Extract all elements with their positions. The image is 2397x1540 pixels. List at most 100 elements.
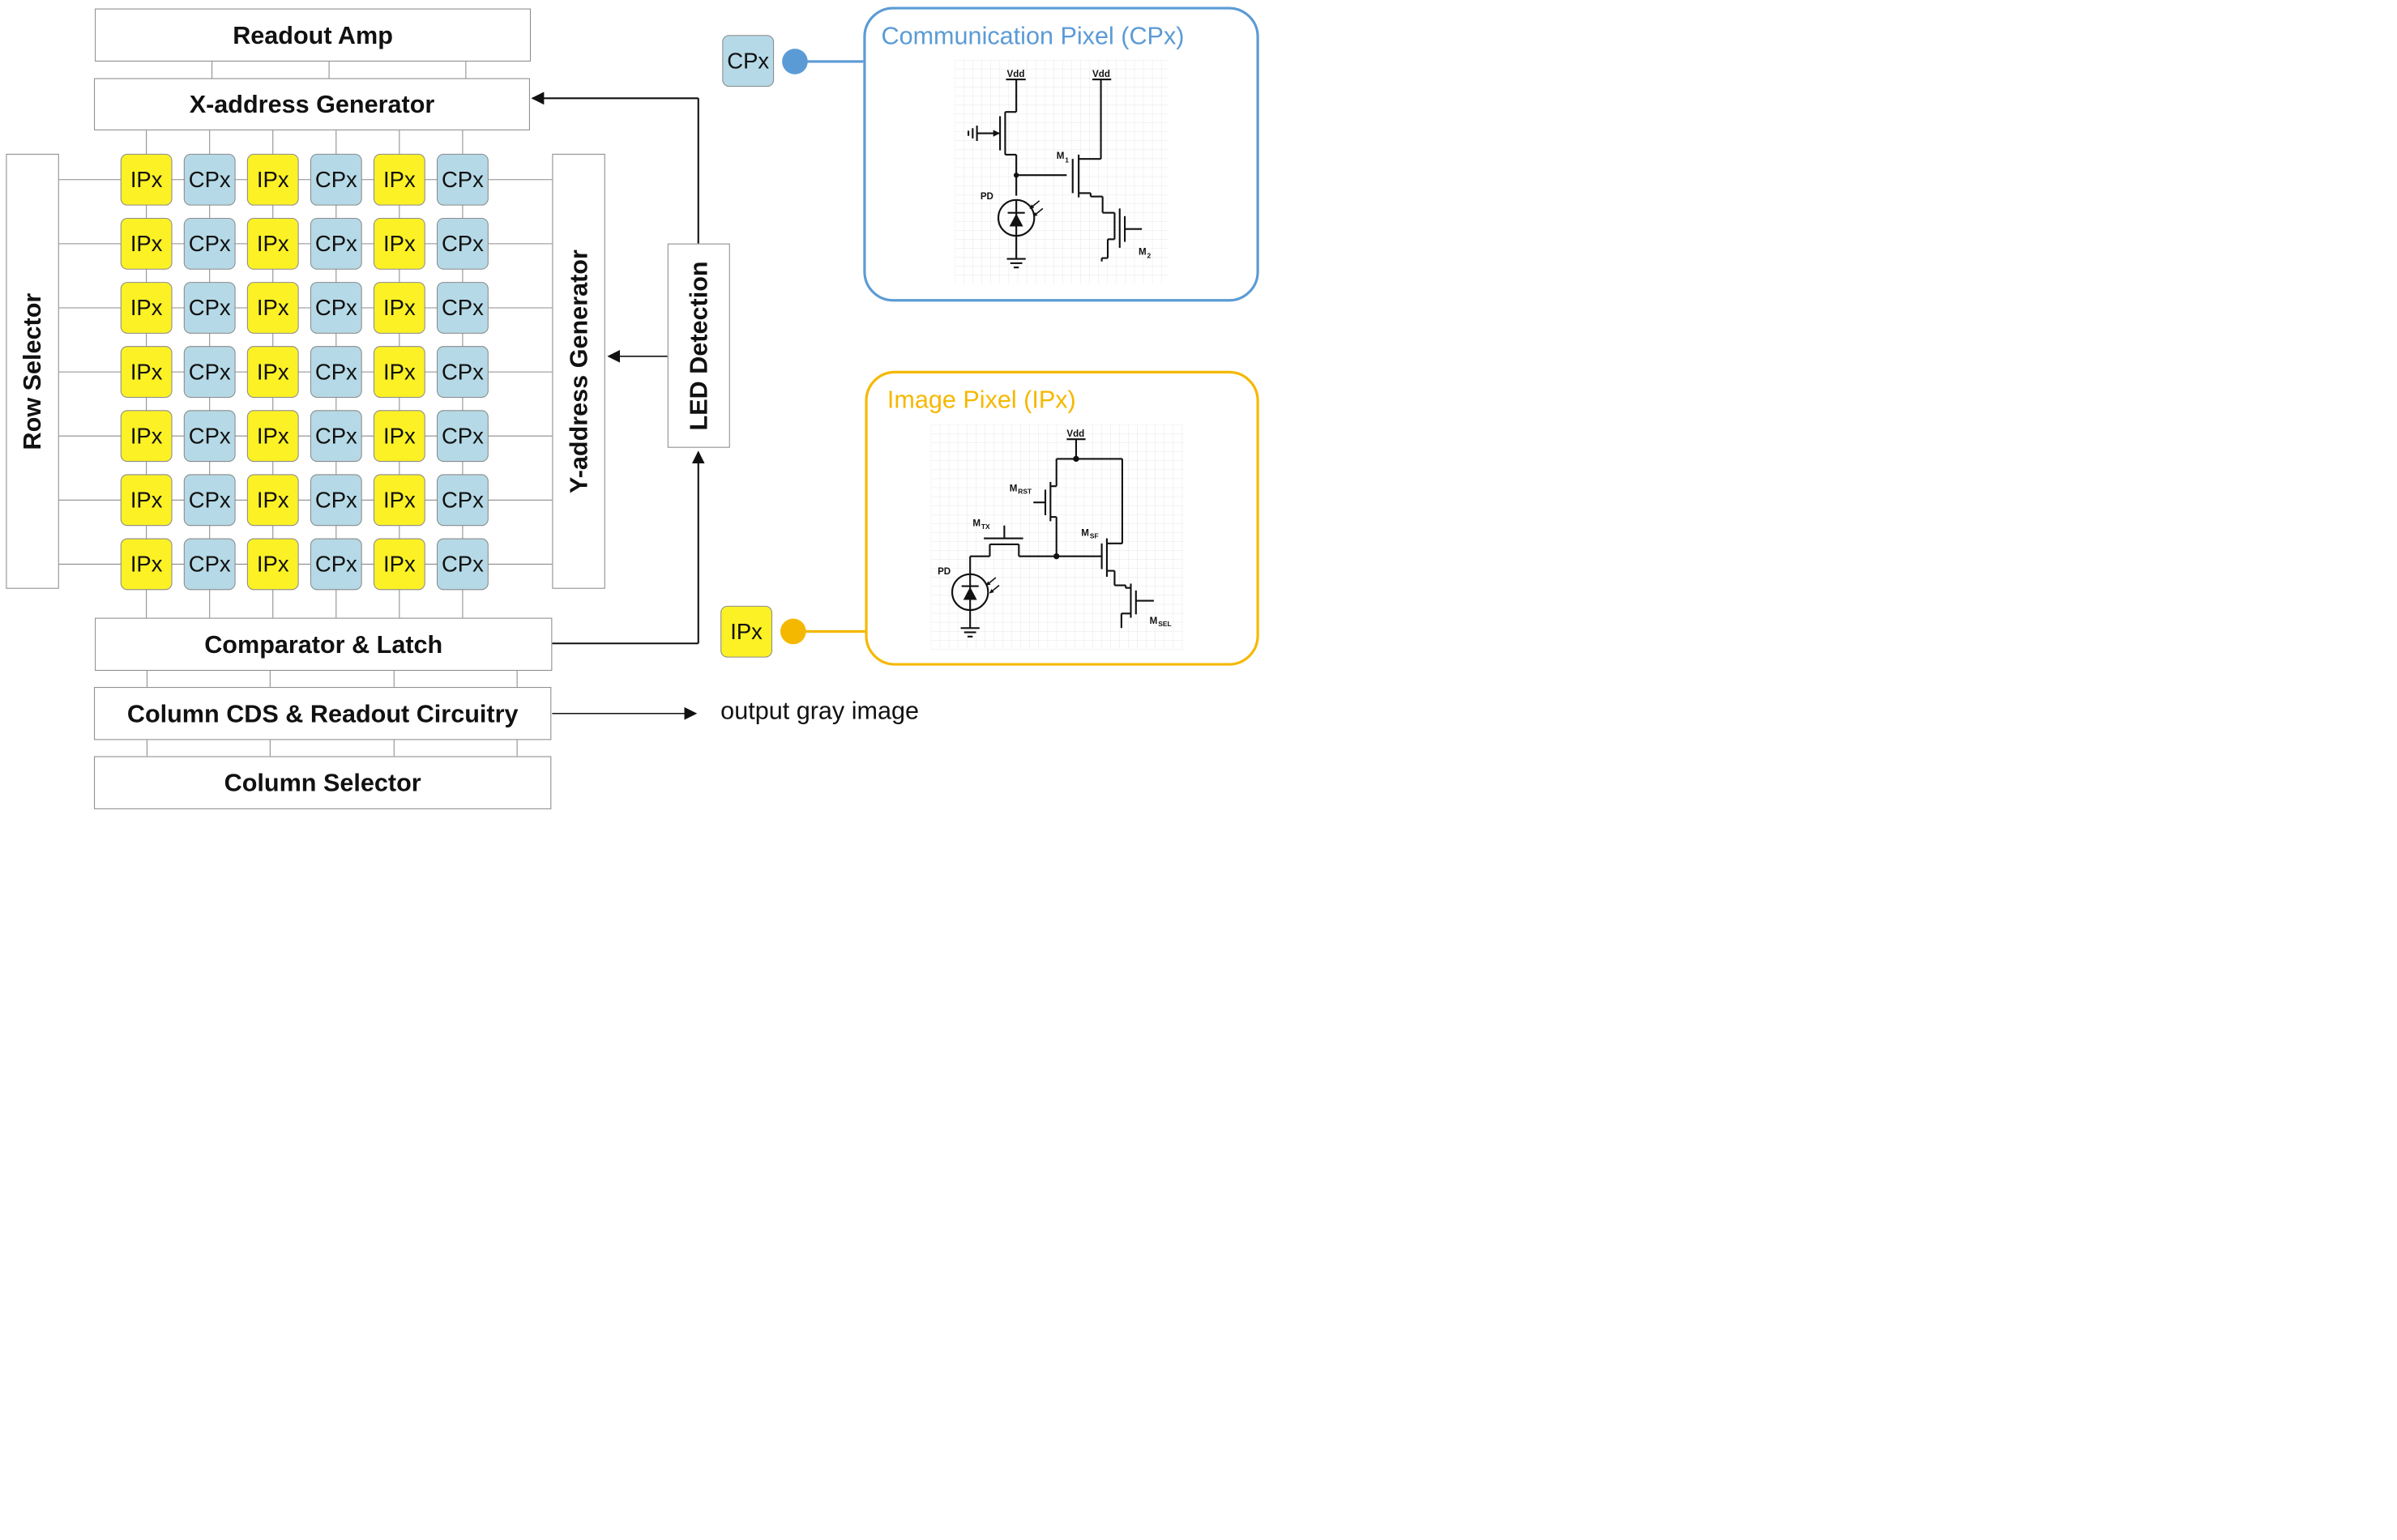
ipx-msf-subscript: SF [1090,532,1099,540]
pixel-cell-label: CPx [441,488,484,513]
x-address-generator-block: X-address Generator [94,78,530,130]
pixel-cell-label: IPx [256,552,289,577]
pixel-cell-ipx: IPx [373,346,425,399]
ipx-legend-title: Image Pixel (IPx) [887,386,1076,414]
pixel-cell-cpx: CPx [183,538,236,591]
pixel-cell-label: IPx [130,552,163,577]
pixel-cell-cpx: CPx [310,410,362,463]
cpx-legend-title: Communication Pixel (CPx) [881,21,1185,50]
pixel-cell-label: CPx [441,231,484,257]
readout-amp-label: Readout Amp [233,21,393,49]
pixel-cell-cpx: CPx [310,538,362,591]
pixel-cell-label: IPx [256,167,289,193]
ipx-msf-label: M [1081,527,1089,538]
cpx-vdd-right-label: Vdd [1092,69,1110,79]
pixel-cell-label: IPx [383,423,416,449]
pixel-cell-ipx: IPx [246,410,299,463]
pixel-cell-label: IPx [256,359,289,385]
y-address-generator-block: Y-address Generator [552,153,605,589]
pixel-cell-label: IPx [256,488,289,513]
pixel-cell-label: CPx [314,231,357,257]
pixel-cell-label: IPx [256,295,289,321]
pixel-cell-cpx: CPx [183,474,236,527]
ipx-mtx-label: M [972,518,981,529]
pixel-cell-label: IPx [130,167,163,193]
cpx-m1-label: M [1057,151,1065,161]
ipx-legend-tag: IPx [720,605,772,658]
pixel-cell-ipx: IPx [373,474,425,527]
pixel-cell-label: CPx [314,552,357,577]
pixel-cell-ipx: IPx [246,217,299,270]
pixel-cell-cpx: CPx [436,153,489,206]
pixel-cell-label: CPx [188,359,231,385]
pixel-cell-cpx: CPx [183,410,236,463]
ipx-schematic-marks [961,455,1079,600]
pixel-cell-ipx: IPx [373,410,425,463]
pixel-cell-label: IPx [383,488,416,513]
pixel-cell-label: CPx [441,295,484,321]
pixel-cell-cpx: CPx [183,217,236,270]
pixel-cell-ipx: IPx [373,282,425,334]
pixel-cell-ipx: IPx [373,153,425,206]
sensor-architecture-diagram: Readout Amp X-address Generator Row Sele… [0,0,1264,813]
pixel-cell-ipx: IPx [373,217,425,270]
schematics: Vdd Vdd PD M 1 M 2 [938,69,1172,638]
pixel-cell-label: CPx [188,423,231,449]
ipx-legend-dot [780,618,806,645]
pixel-cell-label: CPx [314,295,357,321]
pixel-cell-label: CPx [188,167,231,193]
ipx-msel-subscript: SEL [1158,620,1171,628]
output-gray-image-label: output gray image [720,697,920,725]
led-detection-block: LED Detection [667,243,730,448]
column-selector-block: Column Selector [94,756,552,809]
cpx-pd-label: PD [981,191,993,202]
pixel-cell-label: IPx [130,423,163,449]
pixel-cell-cpx: CPx [310,474,362,527]
ipx-mrst-subscript: RST [1018,488,1032,496]
pixel-cell-cpx: CPx [436,538,489,591]
pixel-cell-label: CPx [441,359,484,385]
ipx-schematic [951,438,1154,638]
pixel-cell-label: CPx [441,423,484,449]
column-cds-readout-block: Column CDS & Readout Circuitry [94,687,552,740]
pixel-cell-label: IPx [130,231,163,257]
pixel-cell-cpx: CPx [183,346,236,399]
pixel-cell-label: IPx [256,423,289,449]
column-selector-label: Column Selector [224,769,421,797]
pixel-cell-label: CPx [188,552,231,577]
pixel-cell-cpx: CPx [310,153,362,206]
cpx-schematic-grid [955,59,1169,284]
cpx-legend-tag: CPx [722,35,775,87]
cpx-schematic-marks [993,130,1044,227]
pixel-cell-label: CPx [188,488,231,513]
pixel-cell-ipx: IPx [246,282,299,334]
pixel-cell-label: IPx [130,359,163,385]
pixel-cell-ipx: IPx [246,153,299,206]
pixel-cell-ipx: IPx [120,282,173,334]
x-address-generator-label: X-address Generator [189,90,435,118]
pixel-cell-label: CPx [188,295,231,321]
ipx-vdd-label: Vdd [1066,429,1084,439]
pixel-cell-label: CPx [314,167,357,193]
pixel-cell-ipx: IPx [246,346,299,399]
row-selector-block: Row Selector [6,153,59,589]
cpx-m2-label: M [1139,246,1147,257]
pixel-cell-cpx: CPx [183,153,236,206]
pixel-cell-ipx: IPx [120,538,173,591]
pixel-cell-ipx: IPx [120,217,173,270]
pixel-cell-cpx: CPx [310,282,362,334]
pixel-cell-ipx: IPx [246,474,299,527]
pixel-cell-ipx: IPx [120,410,173,463]
ipx-mtx-subscript: TX [981,523,990,531]
pixel-cell-cpx: CPx [436,217,489,270]
pixel-cell-ipx: IPx [120,346,173,399]
cpx-schematic [968,79,1143,269]
cpx-m2-subscript: 2 [1147,252,1152,260]
readout-amp-block: Readout Amp [95,8,532,62]
pixel-cell-label: IPx [383,552,416,577]
pixel-cell-label: CPx [188,231,231,257]
cpx-legend-dot [782,49,808,75]
cpx-vdd-left-label: Vdd [1007,69,1025,79]
ipx-msel-label: M [1150,616,1158,626]
ipx-pd-label: PD [938,566,951,577]
